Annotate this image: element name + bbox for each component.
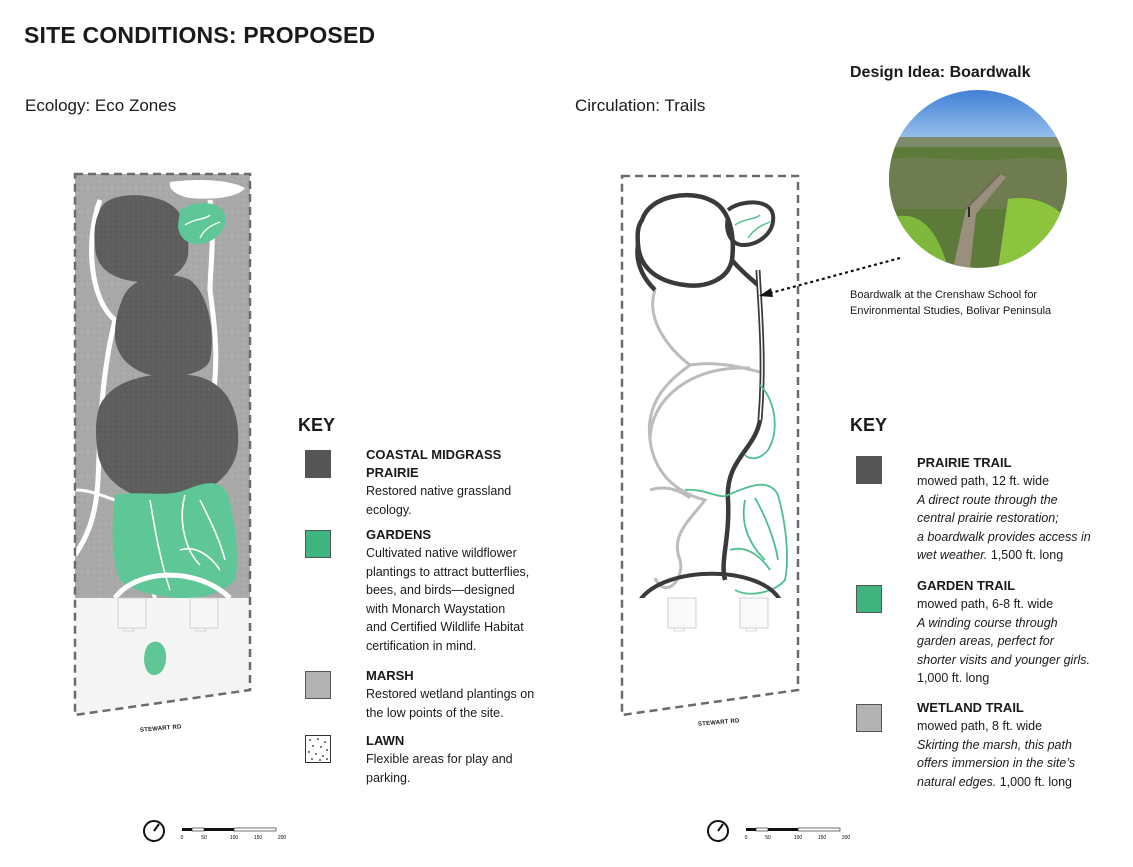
key-marsh-desc-2: the low points of the site. xyxy=(366,705,504,720)
scale-left-tick-0: 0 xyxy=(181,835,184,841)
key-lawn-desc-2: parking. xyxy=(366,770,411,785)
scale-left-tick-4: 200 xyxy=(278,835,287,841)
garden-trail-title: GARDEN TRAIL xyxy=(917,578,1016,593)
marsh-swatch xyxy=(305,671,331,699)
prairie-swatch xyxy=(305,450,331,478)
lawn-swatch xyxy=(305,735,331,763)
key-lawn-desc-1: Flexible areas for play and xyxy=(366,752,513,766)
prairie-trail-desc-1: A direct route through the xyxy=(917,492,1058,507)
key-gardens-desc-3: bees, and birds—designed xyxy=(366,583,515,597)
prairie-trail-spec: mowed path, 12 ft. wide xyxy=(917,474,1050,488)
key-prairie-desc-1: Restored native grassland xyxy=(366,484,512,498)
wetland-trail-spec: mowed path, 8 ft. wide xyxy=(917,719,1043,733)
wetland-trail-desc-1: Skirting the marsh, this path xyxy=(917,737,1072,752)
left-key-title: KEY xyxy=(298,415,336,435)
garden-trail-desc-2: garden areas, perfect for xyxy=(917,634,1054,648)
key-marsh: MARSH Restored wetland plantings on the … xyxy=(366,667,534,722)
key-marsh-desc-1: Restored wetland plantings on xyxy=(366,687,535,701)
boardwalk-caption-1: Boardwalk at the Crenshaw School for xyxy=(850,289,1038,301)
design-idea-title: Design Idea: Boardwalk xyxy=(850,64,1031,81)
north-arrow-icon xyxy=(707,820,729,842)
garden-trail-desc-3: shorter visits and younger girls. xyxy=(917,652,1090,667)
key-gardens-desc-6: certification in mind. xyxy=(366,638,477,653)
boardwalk-caption-2: Environmental Studies, Bolivar Peninsula xyxy=(850,305,1052,317)
key-gardens-desc-4: with Monarch Waystation xyxy=(366,601,506,616)
ecology-heading: Ecology: Eco Zones xyxy=(25,96,177,115)
scale-left-tick-1: 50 xyxy=(201,835,207,841)
key-lawn-title: LAWN xyxy=(366,733,405,748)
key-gardens-desc-2: plantings to attract butterflies, xyxy=(366,564,530,579)
key-prairie-title-2: PRAIRIE xyxy=(366,465,419,480)
key-wetland-trail: WETLAND TRAIL mowed path, 8 ft. wide Ski… xyxy=(917,699,1075,791)
key-gardens-desc-5: and Certified Wildlife Habitat xyxy=(366,620,524,634)
key-prairie-trail: PRAIRIE TRAIL mowed path, 12 ft. wide A … xyxy=(917,454,1091,565)
garden-trail-swatch xyxy=(856,585,882,613)
garden-trail-desc-1: A winding course through xyxy=(917,615,1058,630)
scale-right-tick-0: 0 xyxy=(745,835,748,841)
key-gardens-desc-1: Cultivated native wildflower xyxy=(366,546,517,560)
key-prairie-desc-2: ecology. xyxy=(366,502,412,517)
scale-right-tick-4: 200 xyxy=(842,835,851,841)
wetland-trail-desc-2: offers immersion in the site’s xyxy=(917,756,1076,770)
prairie-trail-desc-3: a boardwalk provides access in xyxy=(917,529,1091,544)
eco-zones-map xyxy=(72,172,252,717)
key-lawn: LAWN Flexible areas for play and parking… xyxy=(366,732,513,787)
key-gardens-title: GARDENS xyxy=(366,527,432,542)
right-key-title: KEY xyxy=(850,415,888,435)
garden-swatch xyxy=(305,530,331,558)
boardwalk-caption: Boardwalk at the Crenshaw School for Env… xyxy=(850,287,1051,319)
scale-right-tick-1: 50 xyxy=(765,835,771,841)
key-garden-trail: GARDEN TRAIL mowed path, 6-8 ft. wide A … xyxy=(917,577,1090,688)
circulation-heading: Circulation: Trails xyxy=(575,96,706,115)
page-title: SITE CONDITIONS: PROPOSED xyxy=(24,22,376,48)
prairie-trail-length: 1,500 ft. long xyxy=(987,548,1064,562)
garden-trail-spec: mowed path, 6-8 ft. wide xyxy=(917,597,1054,611)
scale-left-tick-3: 150 xyxy=(254,835,263,841)
key-prairie: COASTAL MIDGRASS PRAIRIE Restored native… xyxy=(366,446,511,519)
boardwalk-pointer-arrow xyxy=(759,256,901,297)
prairie-trail-desc-2: central prairie restoration; xyxy=(917,511,1059,525)
scale-left-tick-2: 100 xyxy=(230,835,239,841)
key-prairie-title-1: COASTAL MIDGRASS xyxy=(366,447,502,462)
garden-zone-top xyxy=(178,203,226,245)
wetland-trail-title: WETLAND TRAIL xyxy=(917,700,1024,715)
prairie-zone-1 xyxy=(94,195,189,283)
key-gardens: GARDENS Cultivated native wildflower pla… xyxy=(366,526,529,655)
scale-bar-left: 0 50 100 150 200 xyxy=(143,820,287,842)
boardwalk-photo xyxy=(889,90,1067,268)
trails-map xyxy=(620,174,800,717)
prairie-trail-swatch xyxy=(856,456,882,484)
wetland-trail-swatch xyxy=(856,704,882,732)
scale-right-tick-3: 150 xyxy=(818,835,827,841)
wetland-trail-length: 1,000 ft. long xyxy=(996,774,1072,789)
prairie-zone-2 xyxy=(115,275,212,377)
prairie-zone-3 xyxy=(95,374,239,501)
wetland-trail-desc-3: natural edges. xyxy=(917,774,997,789)
north-arrow-icon xyxy=(143,820,165,842)
prairie-trail-title: PRAIRIE TRAIL xyxy=(917,455,1012,470)
prairie-trail-desc-4: wet weather. xyxy=(917,548,988,562)
garden-trail-length: 1,000 ft. long xyxy=(917,671,990,685)
key-marsh-title: MARSH xyxy=(366,668,414,683)
scale-bar-right: 0 50 100 150 200 xyxy=(707,820,851,842)
scale-right-tick-2: 100 xyxy=(794,835,803,841)
